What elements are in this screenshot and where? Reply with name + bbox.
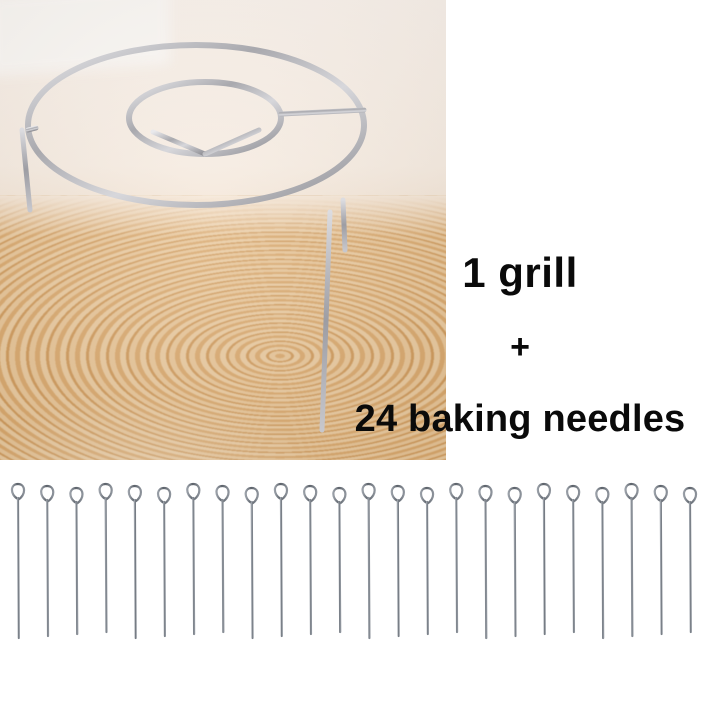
needle-eye-loop: [303, 484, 318, 503]
needle-shaft: [455, 496, 459, 634]
needle-shaft: [104, 496, 108, 634]
needle-shaft: [16, 496, 20, 640]
needle-eye-loop: [244, 486, 259, 505]
needle-shaft: [192, 496, 196, 636]
baking-needles-row: [10, 482, 698, 640]
baking-needle: [156, 486, 172, 638]
needle-shaft: [75, 500, 79, 636]
baking-needle: [273, 482, 289, 638]
baking-needle: [303, 484, 318, 636]
needle-eye-loop: [273, 482, 289, 501]
needle-eye-loop: [449, 482, 464, 501]
needle-eye-loop: [419, 486, 435, 505]
baking-needle: [624, 482, 639, 638]
baking-needle: [390, 484, 405, 638]
wood-sheen: [0, 190, 446, 460]
needle-shaft: [162, 500, 166, 638]
baking-needle: [653, 484, 668, 636]
needle-shaft: [688, 500, 692, 634]
grill-count-label: 1 grill: [462, 249, 578, 296]
needle-shaft: [46, 498, 50, 638]
needle-shaft: [133, 498, 137, 640]
baking-needle: [215, 484, 230, 634]
needle-eye-loop: [390, 484, 405, 503]
baking-needle: [595, 486, 610, 640]
baking-needle: [69, 486, 84, 636]
baking-needle: [478, 484, 493, 640]
baking-needle: [419, 486, 435, 636]
wooden-board: [0, 196, 446, 460]
needle-eye-loop: [186, 482, 201, 501]
wire-grill-rack: [19, 42, 367, 433]
needle-shaft: [659, 498, 663, 636]
needle-shaft: [309, 498, 313, 636]
baking-needle: [536, 482, 552, 636]
needle-eye-loop: [653, 484, 668, 503]
needle-eye-loop: [595, 486, 610, 505]
needle-shaft: [367, 496, 371, 640]
rack-outer-ring: [25, 42, 367, 208]
needle-eye-loop: [536, 482, 552, 501]
baking-needle: [127, 484, 143, 640]
baking-needle: [40, 484, 55, 638]
needle-eye-loop: [565, 484, 581, 503]
needle-eye-loop: [156, 486, 172, 505]
needle-eye-loop: [10, 482, 26, 501]
needle-shaft: [250, 500, 254, 640]
needle-shaft: [279, 496, 283, 638]
needle-eye-loop: [478, 484, 493, 503]
baking-needle: [332, 486, 347, 634]
needles-count-label: 24 baking needles: [354, 398, 686, 440]
rack-leg-front: [319, 209, 333, 433]
plus-symbol: +: [510, 328, 530, 366]
needle-shaft: [513, 500, 517, 638]
needle-shaft: [338, 500, 342, 634]
needle-shaft: [601, 500, 605, 640]
needle-eye-loop: [507, 486, 522, 505]
needle-eye-loop: [682, 486, 698, 505]
baking-needle: [186, 482, 201, 636]
baking-needle: [98, 482, 113, 634]
needle-eye-loop: [69, 486, 84, 505]
needle-eye-loop: [624, 482, 639, 501]
rack-leg-left: [19, 127, 33, 213]
needle-shaft: [425, 500, 429, 636]
baking-needle: [565, 484, 581, 634]
rack-left-joint: [25, 125, 39, 133]
needle-eye-loop: [215, 484, 230, 503]
rack-spoke-lower-left: [150, 129, 208, 157]
baking-needle: [361, 482, 376, 640]
needle-eye-loop: [127, 484, 143, 503]
needle-shaft: [396, 498, 400, 638]
baking-needle: [449, 482, 464, 634]
needle-shaft: [221, 498, 225, 634]
needle-shaft: [572, 498, 576, 634]
needle-eye-loop: [361, 482, 376, 501]
baking-needle: [10, 482, 26, 640]
baking-needle: [244, 486, 259, 640]
needle-eye-loop: [98, 482, 113, 501]
needle-eye-loop: [332, 486, 347, 505]
needle-eye-loop: [40, 484, 55, 503]
product-description: 1 grill + 24 baking needles: [330, 249, 710, 440]
rack-leg-back: [340, 197, 348, 253]
needle-shaft: [630, 496, 634, 638]
needle-shaft: [484, 498, 488, 640]
rack-spoke-lower-right: [202, 127, 262, 157]
rack-spoke-right: [278, 107, 367, 117]
baking-needle: [507, 486, 522, 638]
needle-shaft: [542, 496, 546, 636]
baking-needle: [682, 486, 698, 634]
